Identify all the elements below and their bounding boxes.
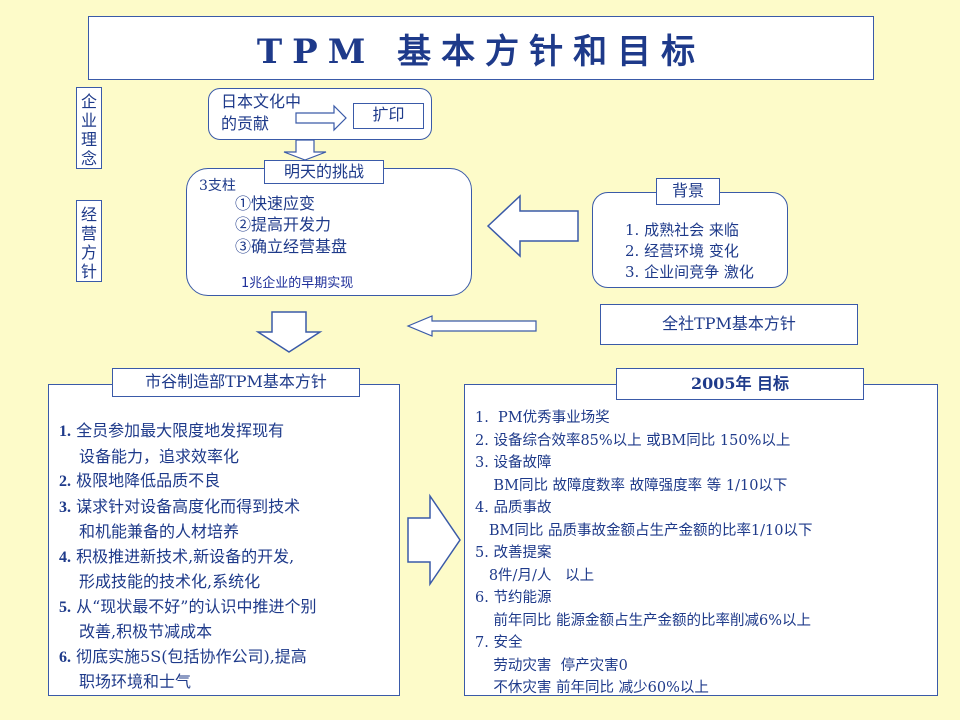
factory-policy-line: 4. 积极推进新技术,新设备的开发, xyxy=(59,545,316,571)
factory-policy-line: 6. 彻底实施5S(包括协作公司),提高 xyxy=(59,645,316,671)
background-item: 1. 成熟社会 来临 xyxy=(625,221,739,239)
item-text: 职场环境和士气 xyxy=(79,672,192,691)
goal-line: 8件/月/人 以上 xyxy=(475,567,595,584)
goal-line: BM同比 故障度数率 故障强度率 等 1/10以下 xyxy=(475,477,788,494)
goal-line: 不休灾害 前年同比 减少60%以上 xyxy=(475,680,709,696)
item-text: 全员参加最大限度地发挥现有 xyxy=(76,421,285,440)
background-box: 1. 成熟社会 来临 2. 经营环境 变化 3. 企业间竞争 激化 xyxy=(592,192,788,288)
pillar-item: ③确立经营基盘 xyxy=(235,237,348,256)
item-text: 从“现状最不好”的认识中推进个别 xyxy=(76,596,317,616)
factory-policy-line: 设备能力，追求效率化 xyxy=(59,445,316,470)
goal-line: 劳动灾害 停产灾害0 xyxy=(475,657,628,674)
background-label: 背景 xyxy=(656,178,720,205)
policy-label: 经营方针 xyxy=(76,200,102,282)
goals-list: 1. PM优秀事业场奖 2. 设备综合效率85%以上 或BM同比 150%以上 3.… xyxy=(475,407,813,700)
item-number: 6. xyxy=(59,648,71,666)
challenge-label: 明天的挑战 xyxy=(264,160,384,184)
culture-line2: 的贡献 xyxy=(221,114,270,133)
item-text: 和机能兼备的人材培养 xyxy=(79,522,240,541)
challenge-box: 3支柱 ①快速应变 ②提高开发力 ③确立经营基盘 1兆企业的早期实现 xyxy=(186,168,472,296)
goal-line: 1. PM优秀事业场奖 xyxy=(475,410,610,426)
right-arrow-icon xyxy=(295,104,347,132)
goal-line: 6. 节约能源 xyxy=(475,590,552,606)
item-text: 谋求针对设备高度化而得到技术 xyxy=(76,496,301,516)
factory-policy-line: 1. 全员参加最大限度地发挥现有 xyxy=(59,419,316,445)
right-arrow-icon xyxy=(407,493,461,587)
page-title: TPM 基本方针和目标 xyxy=(88,16,874,80)
item-number: 2. xyxy=(59,473,71,490)
item-number: 1. xyxy=(59,423,71,440)
item-text: 设备能力，追求效率化 xyxy=(79,446,240,466)
left-arrow-icon xyxy=(406,315,537,337)
goals-box: 1. PM优秀事业场奖 2. 设备综合效率85%以上 或BM同比 150%以上 3.… xyxy=(464,384,938,696)
item-text: 彻底实施5S(包括协作公司),提高 xyxy=(76,646,307,666)
left-arrow-icon xyxy=(486,194,579,258)
goals-label: 2005年 目标 xyxy=(616,368,864,400)
challenge-footer: 1兆企业的早期实现 xyxy=(241,276,354,291)
goal-line: 3. 设备故障 xyxy=(475,455,552,471)
goal-line: BM同比 品质事故金额占生产金额的比率1/10以下 xyxy=(475,522,813,539)
factory-policy-line: 改善,积极节减成本 xyxy=(59,620,316,645)
item-number: 4. xyxy=(59,548,71,566)
factory-policy-line: 2. 极限地降低品质不良 xyxy=(59,469,316,495)
item-text: 积极推进新技术,新设备的开发, xyxy=(76,546,295,566)
goal-line: 4. 品质事故 xyxy=(475,500,552,516)
item-text: 形成技能的技术化,系统化 xyxy=(79,572,261,591)
down-arrow-icon xyxy=(283,139,327,161)
extend-box: 扩印 xyxy=(353,103,424,129)
pillars-label: 3支柱 xyxy=(199,178,236,194)
goal-line: 7. 安全 xyxy=(475,635,523,651)
item-text: 改善,积极节减成本 xyxy=(79,622,213,641)
goal-line: 前年同比 能源金额占生产金额的比率削减6%以上 xyxy=(475,612,812,629)
item-number: 3. xyxy=(59,498,71,516)
factory-policy-line: 3. 谋求针对设备高度化而得到技术 xyxy=(59,495,316,521)
factory-policy-line: 5. 从“现状最不好”的认识中推进个别 xyxy=(59,595,316,621)
philosophy-label: 企业理念 xyxy=(76,87,102,169)
goal-line: 2. 设备综合效率85%以上 或BM同比 150%以上 xyxy=(475,432,791,449)
background-item: 2. 经营环境 变化 xyxy=(625,242,739,260)
background-item: 3. 企业间竞争 激化 xyxy=(625,263,754,281)
factory-policy-line: 和机能兼备的人材培养 xyxy=(59,520,316,545)
company-policy-box: 全社TPM基本方针 xyxy=(600,304,858,345)
pillar-item: ①快速应变 xyxy=(235,194,316,213)
pillar-item: ②提高开发力 xyxy=(235,215,332,234)
item-number: 5. xyxy=(59,598,71,616)
item-text: 极限地降低品质不良 xyxy=(76,471,221,490)
factory-policy-line: 职场环境和士气 xyxy=(59,670,316,695)
goal-line: 5. 改善提案 xyxy=(475,545,552,561)
factory-policy-line: 形成技能的技术化,系统化 xyxy=(59,570,316,595)
down-arrow-icon xyxy=(255,311,323,353)
culture-line1: 日本文化中 xyxy=(221,92,302,111)
factory-policy-label: 市谷制造部TPM基本方针 xyxy=(112,368,360,397)
